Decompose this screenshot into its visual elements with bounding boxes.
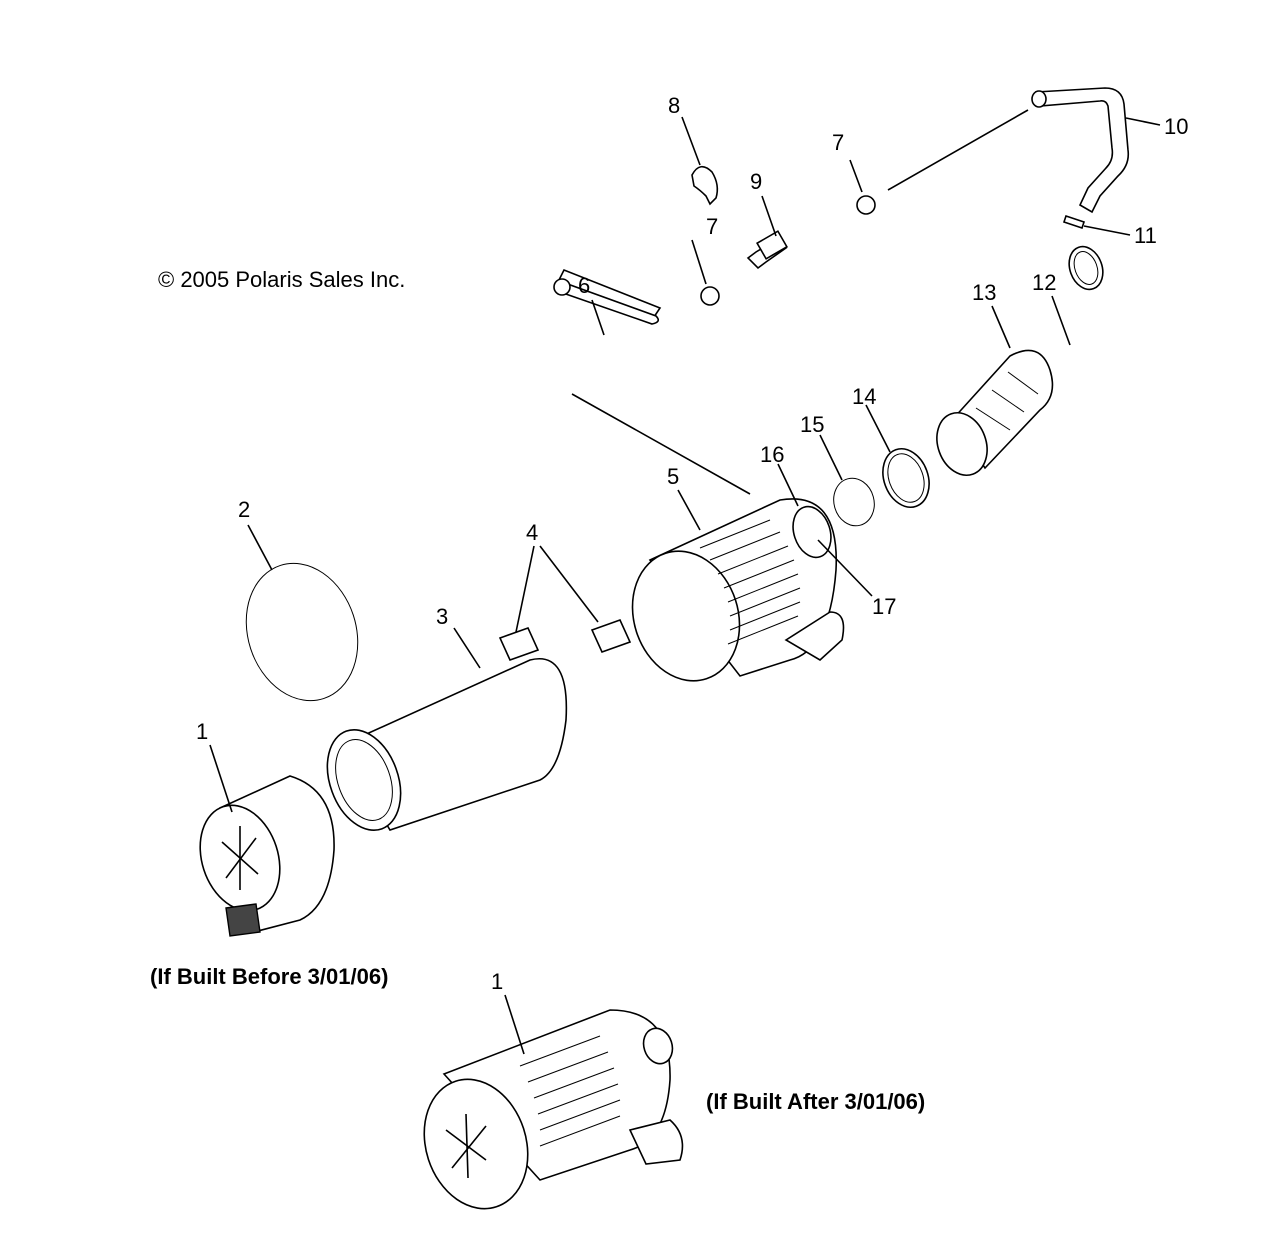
part-10-breather-hose bbox=[1031, 87, 1161, 214]
callout-1-after: 1 bbox=[491, 969, 503, 994]
part-13-intake-boot bbox=[936, 305, 1054, 476]
callout-5: 5 bbox=[667, 464, 679, 489]
callout-13: 13 bbox=[972, 280, 996, 305]
callout-9: 9 bbox=[750, 169, 762, 194]
part-5-airbox bbox=[631, 489, 845, 682]
callout-7-lower: 7 bbox=[706, 214, 718, 239]
callout-6: 6 bbox=[578, 273, 590, 298]
part-9-check-valve bbox=[746, 195, 788, 270]
part-11-clip bbox=[1062, 214, 1131, 236]
part-15-seal bbox=[819, 434, 875, 527]
callout-8: 8 bbox=[668, 93, 680, 118]
part-1-cover-before bbox=[199, 744, 335, 937]
callout-14: 14 bbox=[852, 384, 876, 409]
note-built-before: (If Built Before 3/01/06) bbox=[150, 964, 388, 989]
part-3-filter-element bbox=[326, 627, 568, 832]
part-4-clips bbox=[498, 545, 632, 662]
copyright-text: © 2005 Polaris Sales Inc. bbox=[158, 267, 405, 292]
callout-16: 16 bbox=[760, 442, 784, 467]
part-6-tube bbox=[553, 268, 751, 495]
part-8-clamp bbox=[681, 116, 719, 206]
callout-1-before: 1 bbox=[196, 719, 208, 744]
part-14-clamp bbox=[865, 404, 930, 508]
part-7-clamp-upper bbox=[849, 109, 1029, 215]
callout-7-upper: 7 bbox=[832, 130, 844, 155]
part-1-airbox-after bbox=[423, 994, 684, 1210]
part-7-clamp-lower bbox=[691, 239, 720, 306]
callout-15: 15 bbox=[800, 412, 824, 437]
note-built-after: (If Built After 3/01/06) bbox=[706, 1089, 925, 1114]
callout-12: 12 bbox=[1032, 270, 1056, 295]
callout-2: 2 bbox=[238, 497, 250, 522]
part-12-clamp bbox=[1051, 245, 1104, 346]
callout-3: 3 bbox=[436, 604, 448, 629]
callout-4: 4 bbox=[526, 520, 538, 545]
callout-11: 11 bbox=[1134, 223, 1157, 248]
part-16-17-fittings bbox=[777, 463, 873, 597]
callout-labels: 1 1 2 3 4 5 6 7 7 8 9 10 11 12 13 14 15 … bbox=[196, 93, 1188, 994]
callout-17: 17 bbox=[872, 594, 896, 619]
callout-10: 10 bbox=[1164, 114, 1188, 139]
part-2-gasket bbox=[245, 524, 359, 702]
